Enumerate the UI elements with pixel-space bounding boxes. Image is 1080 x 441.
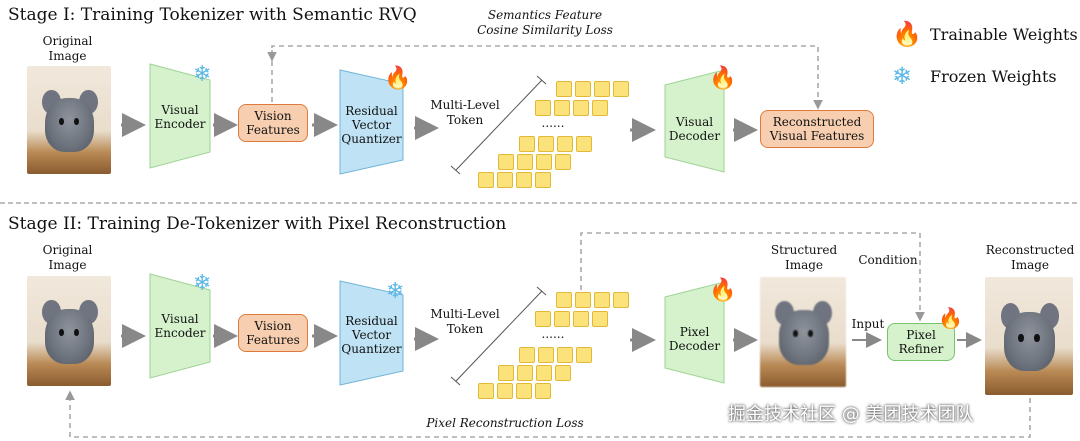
token-cell xyxy=(538,347,554,363)
token-cell xyxy=(557,136,573,152)
token-cell xyxy=(557,347,573,363)
legend-trainable: Trainable Weights xyxy=(930,25,1078,44)
token-cell xyxy=(478,383,494,399)
s2-loss-path xyxy=(65,390,1031,438)
s2-structured-image xyxy=(760,277,846,387)
fire-icon: 🔥 xyxy=(709,278,737,303)
s2-rvq: Residual Vector Quantizer xyxy=(341,314,402,356)
token-cell xyxy=(535,172,551,188)
token-cell xyxy=(535,383,551,399)
token-cell xyxy=(592,100,608,116)
s2-loss-label: Pixel Reconstruction Loss xyxy=(426,416,584,430)
token-cell xyxy=(535,311,551,327)
token-cell xyxy=(573,311,589,327)
token-cell xyxy=(573,100,589,116)
s2-pixel-decoder: Pixel Decoder xyxy=(668,325,721,353)
token-cell xyxy=(517,154,533,170)
token-cell xyxy=(613,292,629,308)
token-cell xyxy=(592,311,608,327)
stage2-title: Stage II: Training De-Tokenizer with Pix… xyxy=(8,214,507,234)
s1-visual-decoder-shape xyxy=(664,69,725,173)
s1-visual-encoder: Visual Encoder xyxy=(154,103,206,131)
token-cell xyxy=(576,136,592,152)
token-cell xyxy=(536,365,552,381)
s2-token-axis xyxy=(455,290,543,382)
s2-rvq-shape xyxy=(339,280,404,386)
fire-icon: 🔥 xyxy=(384,66,412,91)
fire-icon: 🔥 xyxy=(709,66,737,91)
token-cell xyxy=(538,136,554,152)
token-cell xyxy=(536,154,552,170)
token-cell xyxy=(535,100,551,116)
s1-rvq: Residual Vector Quantizer xyxy=(341,104,402,146)
s2-pixel-refiner: Pixel Refiner xyxy=(887,323,955,361)
fire-icon: 🔥 xyxy=(938,306,963,330)
fire-icon: 🔥 xyxy=(892,20,922,48)
s2-pixel-decoder-shape xyxy=(664,281,725,384)
s2-reconstructed-image xyxy=(985,277,1073,395)
token-cell xyxy=(498,365,514,381)
snowflake-icon: ❄ xyxy=(193,62,212,87)
s1-loss-label: Semantics Feature Cosine Similarity Loss xyxy=(477,8,613,37)
token-cell xyxy=(517,365,533,381)
token-cell xyxy=(516,172,532,188)
token-cell xyxy=(613,81,629,97)
s2-original-image-label: Original Image xyxy=(42,243,93,272)
s2-original-image xyxy=(27,276,111,386)
s1-multi-level-token: Multi-Level Token xyxy=(430,98,500,127)
s1-visual-encoder-shape xyxy=(149,63,211,169)
s2-token-dots: ...... xyxy=(541,327,565,341)
token-cell xyxy=(555,365,571,381)
token-cell xyxy=(556,81,572,97)
token-cell xyxy=(516,383,532,399)
s2-input-label: Input xyxy=(851,317,885,331)
s1-original-image xyxy=(27,66,111,174)
s1-rvq-shape xyxy=(339,69,404,175)
token-cell xyxy=(554,100,570,116)
s2-condition-path xyxy=(580,232,925,322)
token-cell xyxy=(556,292,572,308)
token-cell xyxy=(498,154,514,170)
s1-reconstructed-features: Reconstructed Visual Features xyxy=(760,110,874,148)
snowflake-icon: ❄ xyxy=(386,279,405,304)
token-cell xyxy=(519,347,535,363)
s1-original-image-label: Original Image xyxy=(42,34,93,63)
s1-loss-path xyxy=(271,45,823,110)
snowflake-icon: ❄ xyxy=(193,271,212,296)
stage1-title: Stage I: Training Tokenizer with Semanti… xyxy=(8,5,417,25)
token-cell xyxy=(555,154,571,170)
s1-token-dots: ...... xyxy=(541,116,565,130)
s1-vision-features: Vision Features xyxy=(238,104,308,142)
token-cell xyxy=(575,81,591,97)
token-cell xyxy=(576,347,592,363)
s1-visual-decoder: Visual Decoder xyxy=(668,115,721,143)
token-cell xyxy=(594,81,610,97)
legend-frozen: Frozen Weights xyxy=(930,67,1057,86)
s2-vision-features: Vision Features xyxy=(238,314,308,352)
s1-token-axis xyxy=(455,79,543,171)
token-cell xyxy=(575,292,591,308)
snowflake-icon: ❄ xyxy=(892,62,913,90)
token-cell xyxy=(497,383,513,399)
token-cell xyxy=(554,311,570,327)
s2-condition-label: Condition xyxy=(858,253,918,267)
token-cell xyxy=(497,172,513,188)
token-cell xyxy=(519,136,535,152)
s2-reconstructed-image-label: Reconstructed Image xyxy=(985,243,1075,272)
token-cell xyxy=(478,172,494,188)
s2-visual-encoder: Visual Encoder xyxy=(154,312,206,340)
s2-multi-level-token: Multi-Level Token xyxy=(430,307,500,336)
s2-structured-image-label: Structured Image xyxy=(770,243,838,272)
token-cell xyxy=(594,292,610,308)
s2-visual-encoder-shape xyxy=(149,273,211,379)
watermark: 掘金技术社区 @ 美团技术团队 xyxy=(728,404,974,425)
